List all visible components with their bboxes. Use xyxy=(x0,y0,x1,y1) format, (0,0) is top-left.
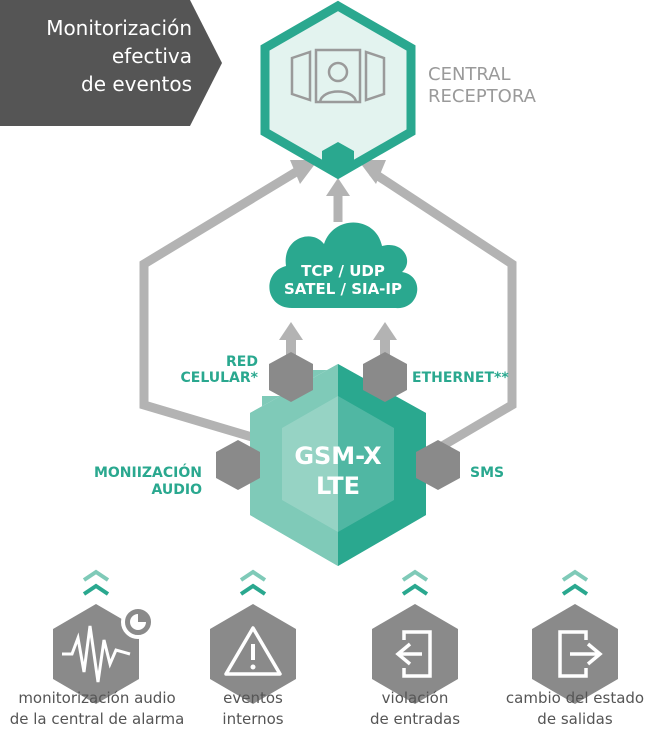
entry-arrow-icon xyxy=(395,630,432,678)
title-line-3: de eventos xyxy=(81,72,192,96)
ethernet-arrowhead xyxy=(373,322,397,340)
input-audio xyxy=(53,604,155,704)
ethernet-label: ETHERNET** xyxy=(412,370,509,386)
exit-arrow-icon xyxy=(558,630,603,678)
chevron-up-icon-1 xyxy=(82,569,110,596)
cloud-protocol-line-1: TCP / UDP xyxy=(301,262,385,280)
input-caption-entry-1: violación xyxy=(381,689,449,707)
protocol-cloud xyxy=(269,222,418,309)
cellular-connector-hex xyxy=(269,352,313,402)
input-caption-internal-2: internos xyxy=(222,710,284,728)
input-entry-violation xyxy=(372,604,458,704)
input-caption-output-2: de salidas xyxy=(537,710,613,728)
audio-label-line-2: AUDIO xyxy=(151,482,202,498)
receiver-connector-hex xyxy=(322,142,354,178)
input-output-change xyxy=(532,604,618,704)
input-caption-entry-2: de entradas xyxy=(369,710,461,728)
receiver-label-line-1: CENTRAL xyxy=(428,64,511,85)
audio-label-line-1: MONIIZACIÓN xyxy=(93,465,202,481)
cellular-arrow-shaft xyxy=(286,332,296,358)
title-banner xyxy=(0,0,222,126)
gsm-device xyxy=(250,364,426,566)
input-internal-events xyxy=(210,604,296,704)
sms-connector-hex xyxy=(416,440,460,490)
warning-triangle-icon xyxy=(224,626,282,676)
device-to-cloud-arrows xyxy=(279,322,397,358)
audio-waveform-icon xyxy=(62,625,131,683)
input-caption-audio-2: de la central de alarma xyxy=(9,710,185,728)
input-chevrons xyxy=(82,569,589,596)
chevron-up-icon-4 xyxy=(561,569,589,596)
title-line-1: Monitorización xyxy=(46,16,192,40)
cellular-label-line-2: CELULAR* xyxy=(180,370,259,386)
receiver-station xyxy=(260,0,416,180)
sms-label: SMS xyxy=(470,465,505,481)
arrowheads xyxy=(290,160,386,196)
cellular-arrowhead xyxy=(279,322,303,340)
left-connection-line xyxy=(139,168,299,445)
right-connection-line xyxy=(369,168,517,456)
input-caption-audio-1: monitorización audio xyxy=(18,689,176,707)
device-name-line-1: GSM-X xyxy=(294,442,382,470)
left-arrowhead xyxy=(290,160,318,184)
input-caption-output-1: cambio del estado xyxy=(505,689,645,707)
ethernet-connector-hex xyxy=(363,352,407,402)
right-arrowhead xyxy=(358,160,386,184)
device-name-line-2: LTE xyxy=(315,472,361,500)
cellular-label-line-1: RED xyxy=(226,354,258,370)
audio-connector-hex xyxy=(216,440,260,490)
center-arrowhead xyxy=(326,178,350,196)
monitoring-operator-icon xyxy=(290,48,386,104)
connector-hexagons xyxy=(216,352,460,490)
receiver-label-line-2: RECEPTORA xyxy=(428,86,536,107)
cloud-protocol-line-2: SATEL / SIA-IP xyxy=(283,280,402,298)
ethernet-arrow-shaft xyxy=(380,332,390,358)
chevron-up-icon-3 xyxy=(401,569,429,596)
chevron-up-icon-2 xyxy=(239,569,267,596)
input-caption-internal-1: eventos xyxy=(223,689,283,707)
title-line-2: efectiva xyxy=(111,44,192,68)
